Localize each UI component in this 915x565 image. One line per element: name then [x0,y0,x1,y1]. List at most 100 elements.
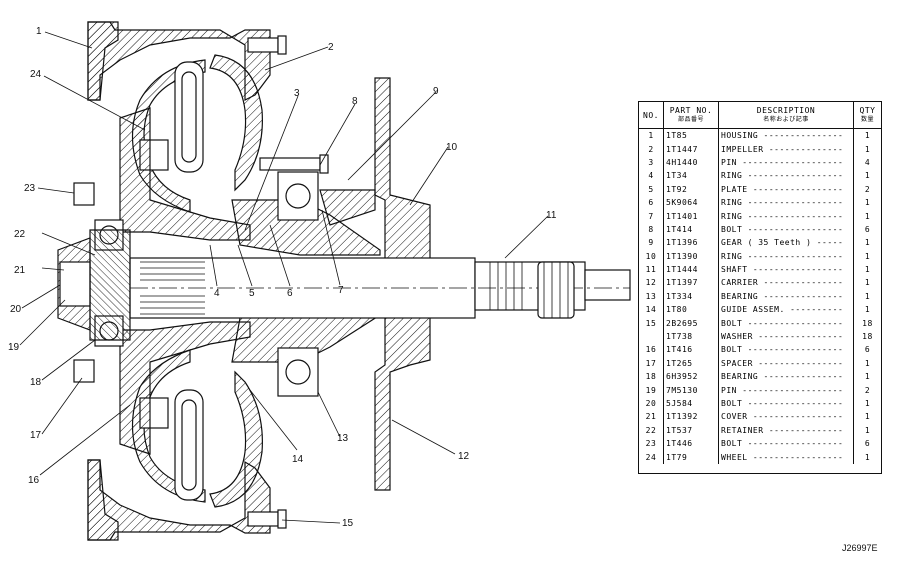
description: COVER ----------------- [718,410,854,424]
description: CARRIER --------------- [718,276,854,290]
description: BOLT ------------------ [718,316,854,330]
cover [57,229,131,341]
part-number: 7M5130 [663,383,719,397]
quantity: 1 [864,211,871,221]
quantity: 1 [864,238,871,248]
quantity: 2 [864,184,871,194]
quantity: 1 [864,358,871,368]
description: BOLT ------------------ [718,396,854,411]
callouts: 1 2 3 4 5 6 7 8 9 10 11 12 13 14 15 16 1… [8,26,557,529]
row-number: 8 [639,222,664,237]
part-number: 1T34 [663,169,719,183]
callout-19: 19 [8,342,20,353]
callout-23: 23 [24,183,36,194]
callout-21: 21 [14,265,26,276]
wheel [131,59,206,503]
part-number: 1T1397 [663,276,719,290]
description: PIN ------------------- [718,383,854,397]
description: RING ------------------ [718,249,854,263]
row-number: 16 [639,343,664,357]
quantity: 2 [864,385,871,395]
row-number: 19 [639,383,664,397]
part-number: 1T1390 [663,249,719,263]
callout-22: 22 [14,229,26,240]
description: BOLT ------------------ [718,222,854,237]
quantity: 1 [864,131,871,141]
description: GUIDE ASSEM. ---------- [718,303,854,317]
header-no: NO. [639,102,664,129]
row-number: 4 [639,169,664,183]
part-number: 1T79 [663,450,719,464]
part-number: 4H1440 [663,155,719,170]
row-number: 15 [639,316,664,330]
description: RETAINER -------------- [718,423,854,437]
quantity: 4 [864,157,871,167]
callout-1: 1 [36,26,42,37]
row-number: 23 [639,436,664,451]
row-number: 14 [639,303,664,317]
quantity: 1 [864,452,871,462]
description: BOLT ------------------ [718,436,854,451]
description: IMPELLER -------------- [718,142,854,156]
quantity: 18 [862,332,873,342]
quantity: 6 [864,345,871,355]
callout-6: 6 [287,288,293,299]
shaft [129,257,631,319]
part-number: 1T265 [663,356,719,371]
callout-9: 9 [433,86,439,97]
row-number: 11 [639,262,664,277]
row-number: 20 [639,396,664,411]
part-number: 1T80 [663,303,719,317]
carrier [319,77,431,491]
part-number: 2B2695 [663,316,719,330]
row-number: 7 [639,209,664,223]
callout-18: 18 [30,377,42,388]
part-number: 1T85 [663,128,719,143]
description: WASHER ---------------- [718,329,854,344]
row-number: 2 [639,142,664,156]
callout-3: 3 [294,88,300,99]
callout-7: 7 [338,285,344,296]
quantity: 1 [864,198,871,208]
callout-16: 16 [28,475,40,486]
quantity: 1 [864,251,871,261]
row-number: 21 [639,410,664,424]
header-part-no: PART NO.部品番号 [663,102,719,129]
callout-14: 14 [292,454,304,465]
row-number [639,329,664,344]
part-number: 5J584 [663,396,719,411]
quantity: 6 [864,439,871,449]
housing [87,21,271,541]
row-number: 10 [639,249,664,263]
callout-12: 12 [458,451,470,462]
quantity: 1 [864,291,871,301]
callout-5: 5 [249,288,255,299]
callout-10: 10 [446,142,458,153]
quantity: 1 [864,412,871,422]
description: RING ------------------ [718,195,854,210]
description: HOUSING --------------- [718,128,854,143]
description: BEARING --------------- [718,370,854,384]
part-number: 1T738 [663,329,719,344]
quantity: 1 [864,278,871,288]
quantity: 1 [864,265,871,275]
